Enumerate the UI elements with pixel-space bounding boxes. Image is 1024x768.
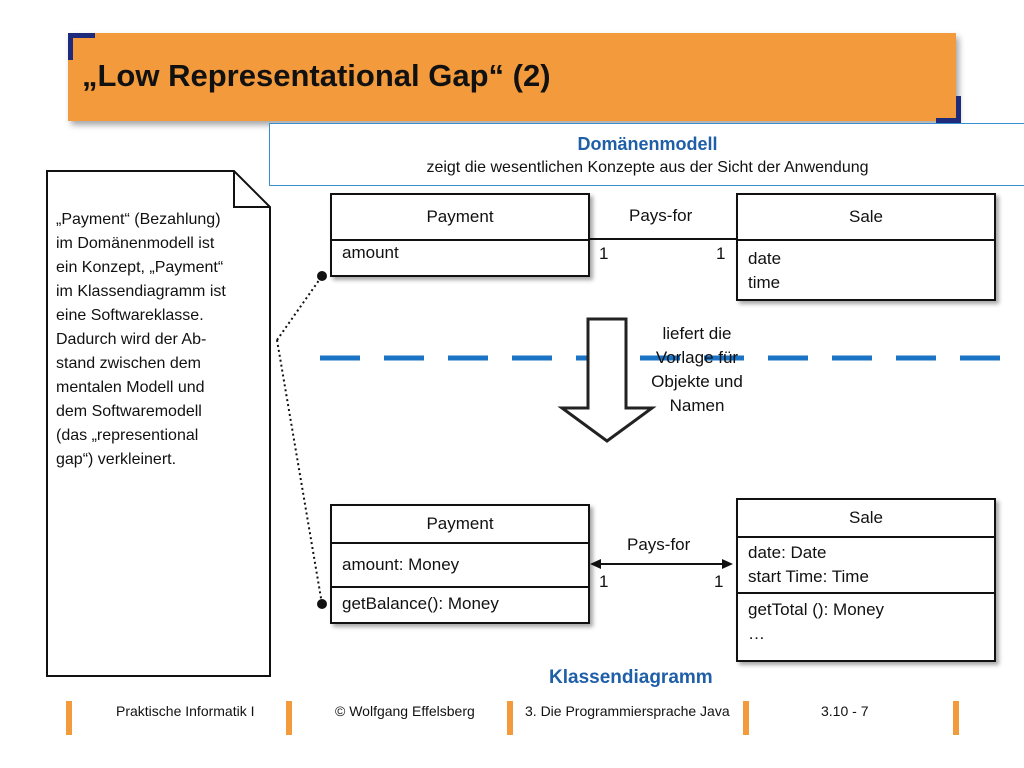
note-line: „Payment“ (Bezahlung) xyxy=(56,211,221,228)
transition-line: Vorlage für xyxy=(655,348,739,367)
note-connectors xyxy=(276,271,327,609)
class-sale-box: Sale date: Date start Time: Time getTota… xyxy=(736,498,996,662)
slide-title: „Low Representational Gap“ (2) xyxy=(82,58,551,93)
domain-payment-name: Payment xyxy=(426,207,494,226)
note-line: gap“) verkleinert. xyxy=(56,451,177,468)
domain-sale-attr: time xyxy=(748,273,781,292)
domain-right-multiplicity: 1 xyxy=(716,244,726,263)
note-line: ein Konzept, „Payment“ xyxy=(56,259,224,276)
class-payment-name: Payment xyxy=(426,514,494,533)
class-sale-op: getTotal (): Money xyxy=(748,600,885,619)
note-line: dem Softwaremodell xyxy=(56,403,202,420)
class-left-multiplicity: 1 xyxy=(599,572,609,591)
transition-line: liefert die xyxy=(662,324,732,343)
class-association-label: Pays-for xyxy=(627,535,691,554)
class-sale-attr: start Time: Time xyxy=(748,567,869,586)
title-corner-top-left xyxy=(68,33,95,60)
note-line: (das „representional xyxy=(56,427,199,444)
domain-left-multiplicity: 1 xyxy=(599,244,609,263)
transition-line: Namen xyxy=(669,396,725,415)
title-corner-bottom-right xyxy=(936,96,961,123)
footer-chapter: 3. Die Programmiersprache Java xyxy=(525,703,730,719)
footer-divider xyxy=(953,701,959,735)
class-association-line xyxy=(590,559,733,569)
footer-author: © Wolfgang Effelsberg xyxy=(335,703,475,719)
note-line: im Klassendiagramm ist xyxy=(56,283,226,300)
down-arrow xyxy=(557,317,657,443)
class-sale-op: … xyxy=(748,624,765,643)
footer-divider xyxy=(507,701,513,735)
footer-divider xyxy=(743,701,749,735)
class-payment-attr: amount: Money xyxy=(342,555,460,574)
domain-model-box: Domänenmodell zeigt die wesentlichen Kon… xyxy=(269,123,1024,186)
footer-divider xyxy=(66,701,72,735)
domain-sale-name: Sale xyxy=(848,207,884,226)
class-payment-box: Payment amount: Money getBalance(): Mone… xyxy=(330,504,590,624)
domain-association-label: Pays-for xyxy=(629,206,693,225)
note-line: Dadurch wird der Ab- xyxy=(56,331,207,348)
class-payment-op: getBalance(): Money xyxy=(342,594,499,613)
note-line: eine Softwareklasse. xyxy=(56,307,204,324)
footer-course: Praktische Informatik I xyxy=(116,703,255,719)
class-right-multiplicity: 1 xyxy=(714,572,724,591)
domain-model-subtitle: zeigt die wesentlichen Konzepte aus der … xyxy=(426,159,869,176)
domain-sale-box: Sale date time xyxy=(736,193,996,301)
class-sale-name: Sale xyxy=(848,508,884,527)
domain-sale-attr: date xyxy=(748,249,782,268)
class-diagram-title: Klassendiagramm xyxy=(549,667,713,688)
title-bar xyxy=(68,33,956,121)
note-line: stand zwischen dem xyxy=(56,355,201,372)
note-line: mentalen Modell und xyxy=(56,379,205,396)
footer-divider xyxy=(286,701,292,735)
domain-payment-attr: amount xyxy=(342,243,399,262)
footer-page-number: 3.10 - 7 xyxy=(821,703,869,719)
transition-text: liefert die Vorlage für Objekte und Name… xyxy=(636,322,758,418)
note-text: „Payment“ (Bezahlung) im Domänenmodell i… xyxy=(56,208,268,472)
transition-line: Objekte und xyxy=(651,372,743,391)
note-shape xyxy=(46,170,271,677)
domain-model-title: Domänenmodell xyxy=(577,134,718,154)
class-sale-attr: date: Date xyxy=(748,543,827,562)
domain-payment-box: Payment amount xyxy=(330,193,590,277)
note-line: im Domänenmodell ist xyxy=(56,235,215,252)
